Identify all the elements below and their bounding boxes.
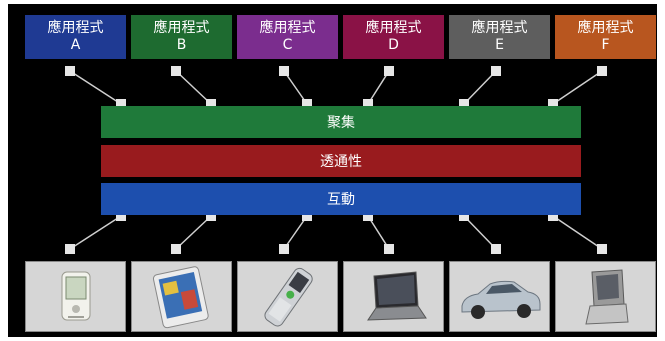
- application-e-box: 應用程式 E: [449, 15, 550, 59]
- tablet-pc-icon: [152, 266, 209, 329]
- app-connector-node-c: [279, 66, 289, 76]
- bottom-connector-line-e: [463, 215, 497, 250]
- app-connector-node-b: [171, 66, 181, 76]
- application-f-title: 應用程式: [577, 20, 634, 36]
- interaction-connector-node-a: [116, 211, 126, 221]
- top-connector-line-f: [552, 70, 603, 105]
- mobile-phone-icon: [264, 267, 313, 327]
- transparency-layer-label: 透通性: [320, 154, 362, 170]
- application-e-letter: E: [495, 37, 504, 53]
- bottom-connector-line-d: [367, 215, 390, 250]
- device-connector-node-e: [491, 244, 501, 254]
- top-connector-line-d: [367, 70, 390, 105]
- aggregation-connector-node-c: [302, 99, 312, 109]
- interaction-connector-node-f: [548, 211, 558, 221]
- device-tile-phone: [237, 261, 338, 332]
- application-d-box: 應用程式 D: [343, 15, 444, 59]
- device-tile-pda: [25, 261, 126, 332]
- device-tile-kiosk: [555, 261, 656, 332]
- transparency-layer-bar: 透通性: [101, 145, 581, 177]
- interaction-connector-node-e: [459, 211, 469, 221]
- device-connector-node-c: [279, 244, 289, 254]
- aggregation-connector-node-a: [116, 99, 126, 109]
- device-tile-car: [449, 261, 550, 332]
- interaction-connector-node-c: [302, 211, 312, 221]
- aggregation-connector-node-e: [459, 99, 469, 109]
- application-b-box: 應用程式 B: [131, 15, 232, 59]
- application-a-box: 應用程式 A: [25, 15, 126, 59]
- pda-icon: [61, 271, 91, 321]
- app-connector-node-f: [597, 66, 607, 76]
- interaction-connector-node-b: [206, 211, 216, 221]
- kiosk-terminal-icon: [585, 269, 629, 325]
- application-f-box: 應用程式 F: [555, 15, 656, 59]
- interaction-layer-label: 互動: [327, 192, 355, 208]
- aggregation-connector-node-b: [206, 99, 216, 109]
- device-connector-node-f: [597, 244, 607, 254]
- device-tile-tablet: [131, 261, 232, 332]
- device-connector-node-a: [65, 244, 75, 254]
- device-tile-laptop: [343, 261, 444, 332]
- application-a-letter: A: [70, 37, 81, 53]
- architecture-diagram: 應用程式 A 應用程式 B 應用程式 C 應用程式 D 應用程式 E 應用程式 …: [8, 4, 657, 337]
- app-connector-node-e: [491, 66, 501, 76]
- laptop-icon: [367, 271, 427, 321]
- aggregation-connector-node-d: [363, 99, 373, 109]
- app-connector-node-d: [384, 66, 394, 76]
- connector-lines: [65, 66, 607, 254]
- application-c-letter: C: [282, 37, 293, 53]
- app-connector-node-a: [65, 66, 75, 76]
- car-icon: [461, 280, 541, 319]
- application-b-title: 應用程式: [153, 20, 210, 36]
- bottom-connector-line-f: [552, 215, 603, 250]
- application-d-title: 應用程式: [365, 20, 422, 36]
- device-connector-node-b: [171, 244, 181, 254]
- top-connector-line-b: [175, 70, 212, 105]
- bottom-connector-line-a: [69, 215, 122, 250]
- application-e-title: 應用程式: [471, 20, 528, 36]
- top-connector-line-c: [283, 70, 308, 105]
- application-c-title: 應用程式: [259, 20, 316, 36]
- interaction-connector-node-d: [363, 211, 373, 221]
- application-c-box: 應用程式 C: [237, 15, 338, 59]
- bottom-connector-line-c: [283, 215, 308, 250]
- aggregation-connector-node-f: [548, 99, 558, 109]
- top-connector-line-a: [69, 70, 122, 105]
- device-connector-node-d: [384, 244, 394, 254]
- aggregation-layer-label: 聚集: [327, 115, 355, 131]
- application-b-letter: B: [176, 37, 187, 53]
- aggregation-layer-bar: 聚集: [101, 106, 581, 138]
- bottom-connector-line-b: [175, 215, 212, 250]
- application-f-letter: F: [601, 37, 610, 53]
- interaction-layer-bar: 互動: [101, 183, 581, 215]
- application-a-title: 應用程式: [47, 20, 104, 36]
- top-connector-line-e: [463, 70, 497, 105]
- application-d-letter: D: [388, 37, 399, 53]
